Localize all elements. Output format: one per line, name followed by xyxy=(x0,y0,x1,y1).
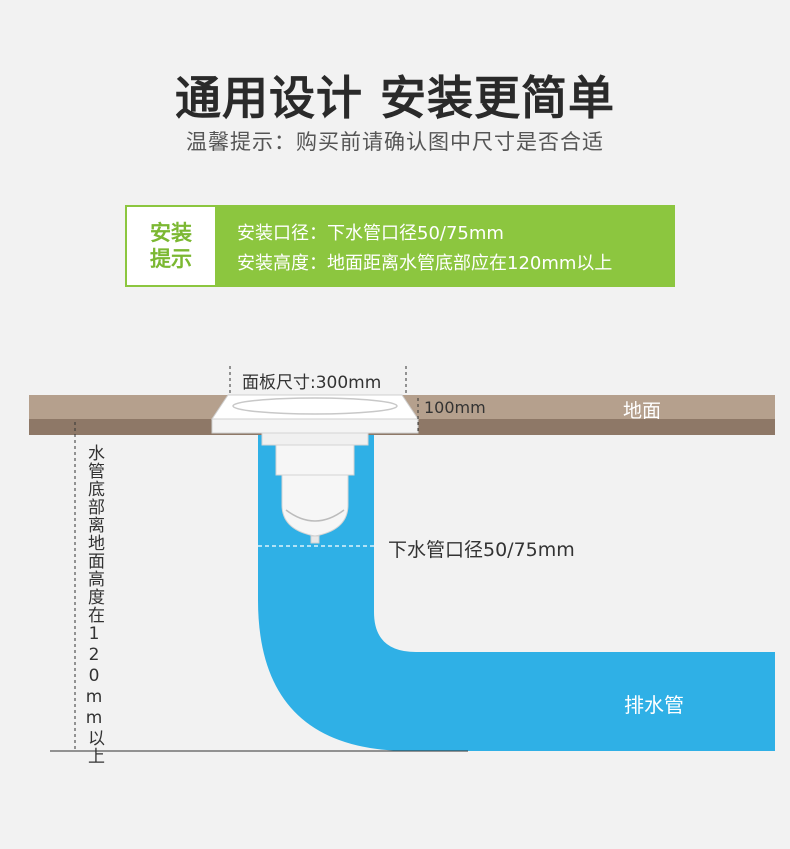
drain-core-seal xyxy=(285,509,345,522)
install-tips-label: 安装提示 xyxy=(127,207,215,285)
drain-core-tip xyxy=(310,535,320,544)
install-height-line: 安装高度：地面距离水管底部应在120mm以上 xyxy=(237,253,613,274)
page-subtitle: 温馨提示：购买前请确认图中尺寸是否合适 xyxy=(186,130,604,154)
drain-neck xyxy=(261,432,369,446)
panel-size-label: 面板尺寸:300mm xyxy=(242,373,382,393)
depth-label: 100mm xyxy=(424,398,486,417)
drain-core xyxy=(281,474,349,537)
pipe-diameter-label: 下水管口径50/75mm xyxy=(388,539,575,561)
drain-panel-ring xyxy=(232,397,398,415)
install-tips-box: 安装提示 安装口径：下水管口径50/75mm 安装高度：地面距离水管底部应在12… xyxy=(125,205,675,287)
install-tips-lines: 安装口径：下水管口径50/75mm 安装高度：地面距离水管底部应在120mm以上 xyxy=(215,207,673,285)
install-diameter-line: 安装口径：下水管口径50/75mm xyxy=(237,223,504,244)
drain-body-upper xyxy=(275,444,355,476)
drain-pipe-label: 排水管 xyxy=(624,693,684,717)
height-label: 水管底部离地面高度在120mm以上 xyxy=(84,444,104,765)
page-title: 通用设计 安装更简单 xyxy=(174,71,615,125)
drain-panel-base xyxy=(211,418,419,434)
ground-label: 地面 xyxy=(623,400,662,422)
drain-pipe xyxy=(258,435,775,751)
install-tips-label-text: 安装提示 xyxy=(150,220,192,271)
